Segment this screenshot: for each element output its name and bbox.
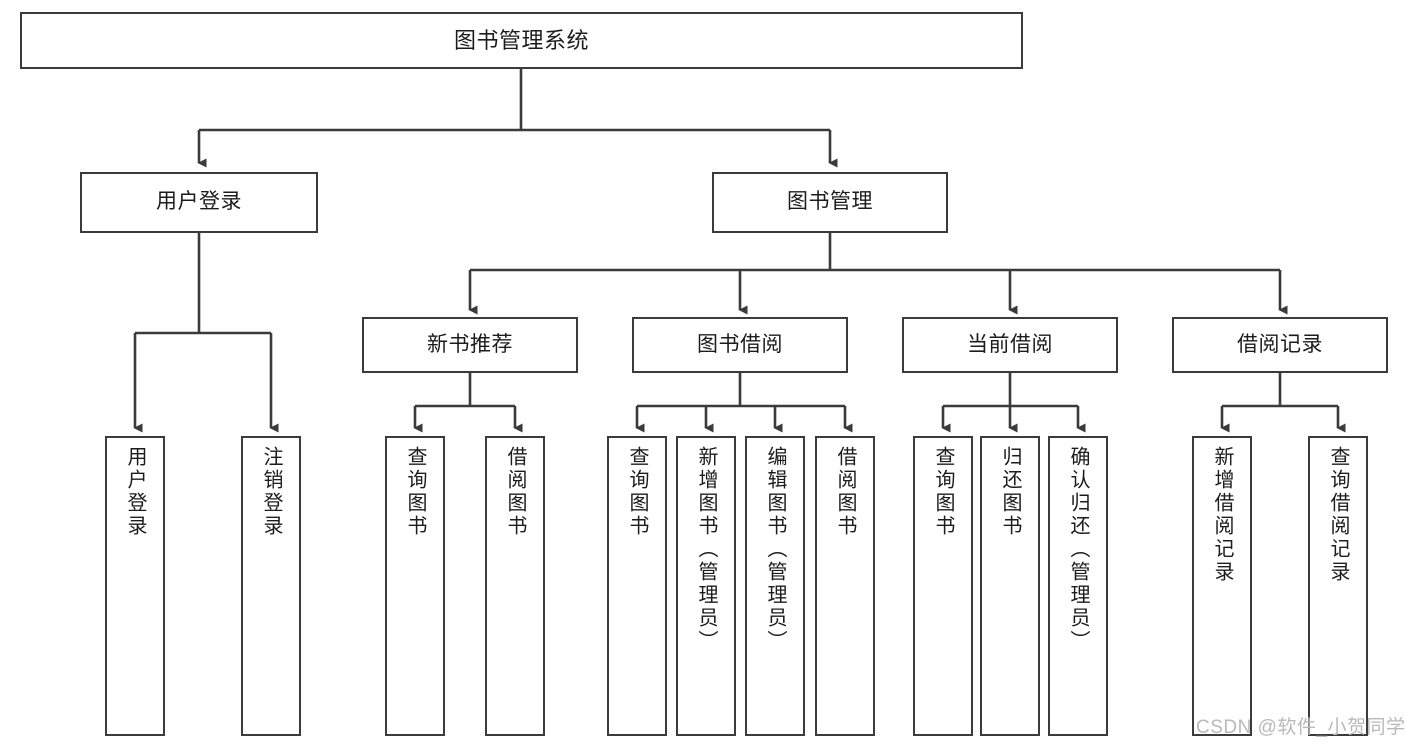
node-label: 借阅图书 — [834, 446, 856, 538]
leaf-current-query-book[interactable]: 查询图书 — [913, 436, 973, 736]
leaf-recommend-query-book[interactable]: 查询图书 — [385, 436, 445, 736]
node-label: 当前借阅 — [967, 332, 1053, 356]
leaf-current-return-book[interactable]: 归还图书 — [980, 436, 1040, 736]
leaf-borrow-edit-book[interactable]: 编辑图书（管理员） — [745, 436, 805, 736]
leaf-record-query[interactable]: 查询借阅记录 — [1308, 436, 1368, 736]
node-label: 查询借阅记录 — [1327, 446, 1349, 584]
node-label: 查询图书 — [626, 446, 648, 538]
node-label: 图书管理 — [787, 190, 873, 214]
node-label: 新增借阅记录 — [1211, 446, 1233, 584]
node-label: 新书推荐 — [427, 332, 513, 356]
leaf-user-logout[interactable]: 注销登录 — [241, 436, 301, 736]
node-root-system[interactable]: 图书管理系统 — [20, 12, 1023, 69]
node-label: 注销登录 — [260, 446, 282, 538]
watermark-text: CSDN @软件_小贺同学 — [1196, 717, 1405, 738]
node-user-login[interactable]: 用户登录 — [80, 172, 318, 233]
leaf-user-login[interactable]: 用户登录 — [105, 436, 165, 736]
leaf-record-add[interactable]: 新增借阅记录 — [1192, 436, 1252, 736]
node-label: 编辑图书（管理员） — [764, 446, 786, 653]
leaf-borrow-borrow-book[interactable]: 借阅图书 — [815, 436, 875, 736]
node-current-borrow[interactable]: 当前借阅 — [902, 317, 1118, 373]
leaf-recommend-borrow-book[interactable]: 借阅图书 — [485, 436, 545, 736]
node-label: 借阅图书 — [504, 446, 526, 538]
node-label: 用户登录 — [124, 446, 146, 538]
node-label: 用户登录 — [156, 190, 242, 214]
leaf-borrow-add-book[interactable]: 新增图书（管理员） — [676, 436, 736, 736]
node-label: 查询图书 — [932, 446, 954, 538]
leaf-current-confirm-return[interactable]: 确认归还（管理员） — [1048, 436, 1108, 736]
node-label: 图书管理系统 — [453, 27, 589, 53]
node-book-borrow[interactable]: 图书借阅 — [632, 317, 848, 373]
node-borrow-record[interactable]: 借阅记录 — [1172, 317, 1388, 373]
node-new-book-recommend[interactable]: 新书推荐 — [362, 317, 578, 373]
node-label: 新增图书（管理员） — [695, 446, 717, 653]
node-book-management[interactable]: 图书管理 — [712, 172, 948, 233]
node-label: 确认归还（管理员） — [1067, 446, 1089, 653]
node-label: 查询图书 — [404, 446, 426, 538]
node-label: 借阅记录 — [1237, 332, 1323, 356]
node-label: 图书借阅 — [697, 332, 783, 356]
node-label: 归还图书 — [999, 446, 1021, 538]
leaf-borrow-query-book[interactable]: 查询图书 — [607, 436, 667, 736]
